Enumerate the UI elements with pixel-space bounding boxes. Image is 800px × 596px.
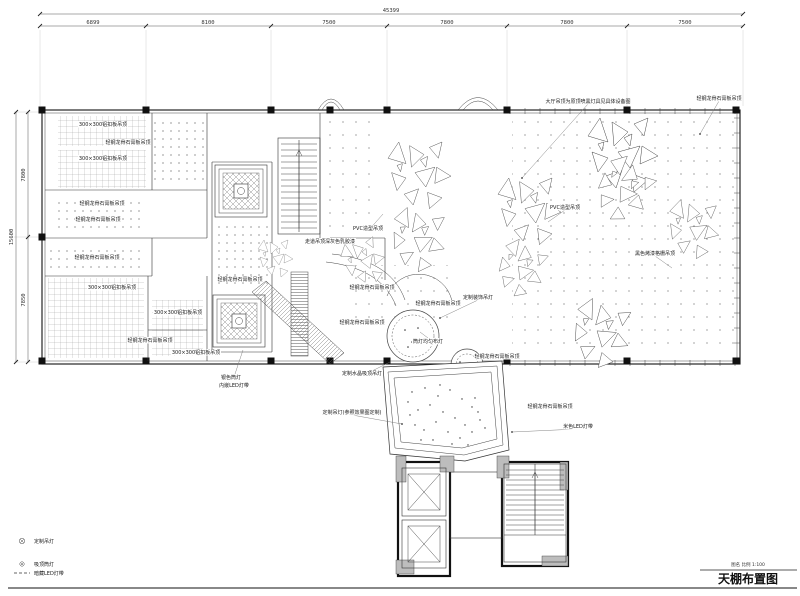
annotation-label: 轻钢龙骨石膏板吊顶 xyxy=(74,254,119,261)
main-stair xyxy=(277,137,321,235)
annotation-label: 轻钢龙骨石膏板吊顶 xyxy=(105,139,150,146)
structural-columns xyxy=(38,106,740,365)
dim-total-width: 45399 xyxy=(383,8,400,14)
pendant-light-icon xyxy=(18,537,26,545)
annotation-label: 银色筒灯 xyxy=(221,374,241,381)
legend: 定制吊灯 吸顶筒灯 暗藏LED灯带 xyxy=(14,537,64,577)
dim-left-seg-2: 7850 xyxy=(21,293,27,306)
annotation-label: 定制吊灯(参照效果图定制) xyxy=(323,409,382,416)
annotation-label: 轻钢龙骨石膏板吊顶 xyxy=(127,337,172,344)
dim-top-seg-2: 8100 xyxy=(201,20,214,26)
legend-row-pendant: 定制吊灯 xyxy=(18,537,54,545)
annotation-label: 轻钢龙骨石膏板吊顶 xyxy=(415,300,460,307)
annotation-label: 300×300铝扣板吊顶 xyxy=(172,349,220,356)
annotation-label: 轻钢龙骨石膏板吊顶 xyxy=(527,403,572,410)
dim-top-seg-3: 7500 xyxy=(322,20,335,26)
annotation-label: 轻钢龙骨石膏板吊顶 xyxy=(349,284,394,291)
annotation-label: 300×300铝扣板吊顶 xyxy=(154,309,202,316)
interior-partitions xyxy=(45,113,386,361)
annotation-label: 300×300铝扣板吊顶 xyxy=(88,284,136,291)
dim-top-seg-4: 7800 xyxy=(440,20,453,26)
annotation-label: 300×300铝扣板吊顶 xyxy=(79,155,127,162)
annotation-label: 米色LED灯带 xyxy=(563,423,593,430)
fiber-optic-dots xyxy=(407,384,486,446)
annotation-label: 轻钢龙骨石膏板吊顶 xyxy=(696,95,741,102)
annotation-label: 大厅吊顶为原顶喷黑灯具见具体设备图 xyxy=(545,98,630,105)
legend-row-downlight: 吸顶筒灯 xyxy=(19,561,54,568)
leader-lines xyxy=(232,100,720,433)
legend-label: 暗藏LED灯带 xyxy=(34,570,64,577)
grille-and-hatch-bands xyxy=(251,271,345,365)
annotation-label: 轻钢龙骨石膏板吊顶 xyxy=(339,319,384,326)
drawing-title: 天棚布置图 xyxy=(718,571,778,586)
annotation-label: 定制水晶吸顶吊灯 xyxy=(342,370,382,377)
annotation-label: 走道吊顶深灰色乳胶漆 xyxy=(305,238,355,245)
title-block: 图名 比例 1:100 天棚布置图 xyxy=(8,561,797,589)
dimension-layer-left: 7800 7850 15600 xyxy=(9,109,42,365)
legend-label: 定制吊灯 xyxy=(34,538,54,545)
annotation-label: 轻钢龙骨石膏板吊顶 xyxy=(79,200,124,207)
annotation-label: 黑色烤漆格栅吊顶 xyxy=(635,250,675,257)
annotation-labels: 300×300铝扣板吊顶 轻钢龙骨石膏板吊顶 300×300铝扣板吊顶 轻钢龙骨… xyxy=(74,95,742,430)
downlight-icon xyxy=(19,561,25,567)
annotation-label: 筒灯均匀布灯 xyxy=(413,338,443,345)
service-core-extension xyxy=(395,455,570,578)
legend-label: 吸顶筒灯 xyxy=(34,561,54,568)
annotation-label: 300×300铝扣板吊顶 xyxy=(79,121,127,128)
annotation-label: 轻钢龙骨石膏板吊顶 xyxy=(75,216,120,223)
annotation-label: 轻钢龙骨石膏板吊顶 xyxy=(217,276,262,283)
annotation-label: PVC造型吊顶 xyxy=(353,225,383,232)
dimension-layer-top: 45399 6899 8100 7500 7800 7800 7500 xyxy=(37,8,746,106)
escape-stair xyxy=(503,463,567,563)
scale-note: 图名 比例 1:100 xyxy=(731,561,765,568)
dim-left-seg-1: 7800 xyxy=(21,168,27,181)
annotation-label: PVC造型吊顶 xyxy=(550,204,580,211)
dim-top-seg-5: 7800 xyxy=(560,20,573,26)
annotation-label: 定制装饰吊灯 xyxy=(463,294,493,301)
dim-left-total: 15600 xyxy=(9,229,15,246)
legend-row-ledstrip: 暗藏LED灯带 xyxy=(14,570,64,577)
elevator-shafts xyxy=(401,467,447,569)
star-ceiling-room xyxy=(382,360,510,462)
annotation-label: 内嵌LED灯带 xyxy=(219,382,249,389)
dim-top-seg-6: 7500 xyxy=(678,20,691,26)
dim-top-seg-1: 6899 xyxy=(86,20,99,26)
annotation-label: 轻钢龙骨石膏板吊顶 xyxy=(474,353,519,360)
